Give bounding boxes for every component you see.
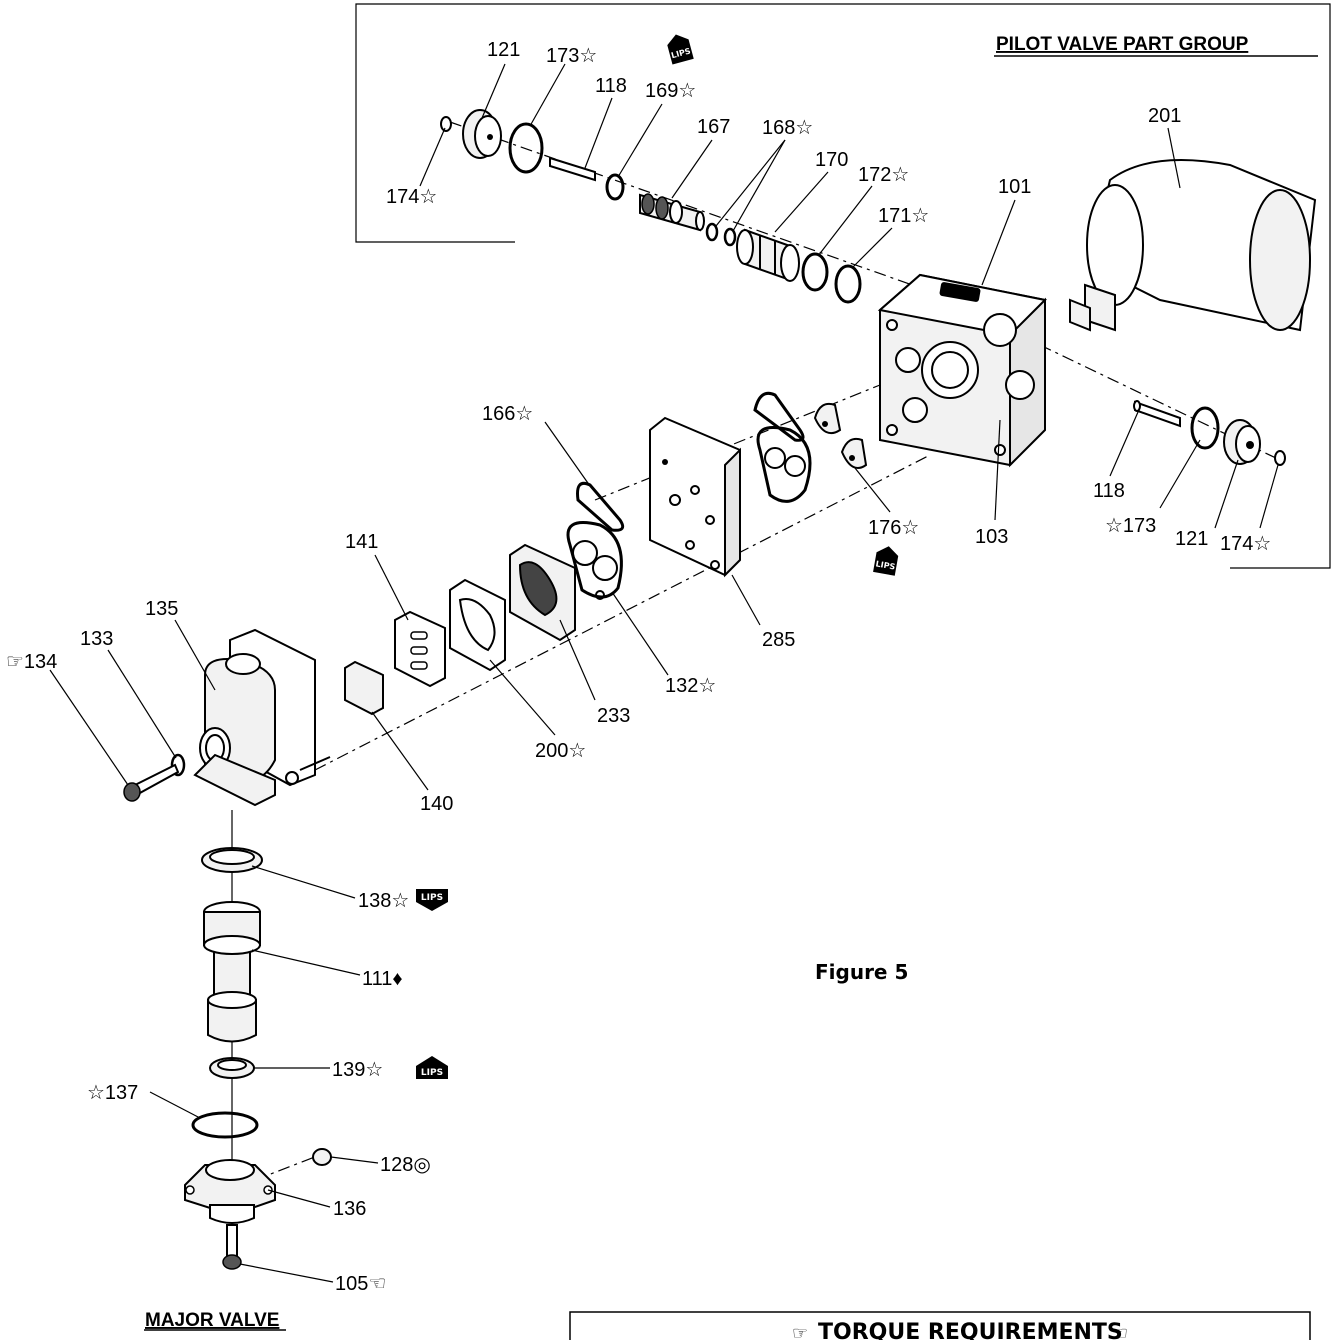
part-105-screw	[222, 1224, 242, 1270]
part-200-gasket	[449, 578, 506, 672]
part-118-pin-left	[549, 156, 596, 182]
part-140-block	[344, 660, 384, 716]
lips-badge-icon: LIPS	[873, 546, 899, 576]
part-132-gasket	[566, 521, 623, 600]
callout-137: ☆137	[87, 1082, 138, 1104]
callout-170: 170	[815, 149, 848, 171]
pilot-valve-group-heading: PILOT VALVE PART GROUP	[996, 34, 1249, 55]
callout-176: 176☆	[868, 517, 919, 539]
callout-166: 166☆	[482, 403, 533, 425]
part-134-screw	[123, 763, 180, 802]
cap-axis-line	[1039, 344, 1281, 461]
callout-172: 172☆	[858, 164, 909, 186]
part-gasket-body	[756, 426, 812, 503]
lips-badge-icon: LIPS	[416, 889, 448, 911]
part-138-seal	[201, 847, 263, 873]
part-166-gasket-upper	[753, 391, 805, 442]
callout-167: 167	[697, 116, 730, 138]
callout-173-left: 173☆	[546, 45, 597, 67]
torque-requirements-heading: TORQUE REQUIREMENTS	[818, 1320, 1123, 1340]
lower-dowel-axis-line	[314, 454, 931, 771]
callout-103: 103	[975, 526, 1008, 548]
callout-133: 133	[80, 628, 113, 650]
callout-174-left: 174☆	[386, 186, 437, 208]
part-111-spool	[203, 901, 261, 1043]
callout-118-left: 118	[595, 75, 627, 97]
lips-badge-icon: LIPS	[416, 1056, 448, 1079]
part-174-washer-left	[440, 116, 452, 132]
part-121-end-cap-left	[462, 109, 502, 159]
part-285-plate	[649, 416, 741, 578]
torque-left-hand-icon: ☞	[792, 1323, 808, 1340]
svg-text:LIPS: LIPS	[875, 559, 896, 571]
callout-174-right: 174☆	[1220, 533, 1271, 555]
part-170-sleeve	[736, 228, 800, 282]
part-169-o-ring	[605, 173, 625, 201]
callout-171: 171☆	[878, 205, 929, 227]
part-141-plate	[394, 610, 446, 688]
part-101-valve-body	[877, 273, 1048, 468]
callout-118-right: 118	[1093, 480, 1125, 502]
part-172-o-ring	[801, 252, 829, 292]
callout-121-left: 121	[487, 39, 520, 61]
part-201-muffler	[1069, 159, 1317, 332]
pilot-group-frame	[355, 3, 1331, 569]
callout-134: ☞134	[6, 651, 57, 673]
callout-101: 101	[998, 176, 1031, 198]
callout-141: 141	[345, 531, 378, 553]
part-233-valve-plate	[509, 543, 576, 642]
svg-text:LIPS: LIPS	[421, 893, 443, 903]
part-167-spool	[639, 193, 705, 232]
part-137-o-ring	[191, 1111, 259, 1139]
part-174-washer-right	[1274, 450, 1286, 466]
callout-121-right: 121	[1175, 528, 1208, 550]
part-168-o-rings	[705, 222, 737, 247]
callout-132: 132☆	[665, 675, 716, 697]
callout-200: 200☆	[535, 740, 586, 762]
part-121-end-cap-right	[1223, 419, 1261, 465]
pilot-axis-line	[449, 121, 1041, 331]
callout-105: 105☜	[335, 1273, 386, 1295]
part-166-gasket-lower	[576, 481, 625, 532]
callout-128: 128◎	[380, 1154, 431, 1176]
leader-lines	[49, 63, 1279, 1283]
part-135-housing	[193, 628, 331, 807]
torque-right-hand-icon: ☜	[1112, 1323, 1128, 1340]
part-176-bumpers	[813, 402, 868, 469]
callout-233: 233	[597, 705, 630, 727]
svg-text:LIPS: LIPS	[421, 1068, 443, 1078]
callout-138: 138☆	[358, 890, 409, 912]
lips-badge-icon: LIPS	[667, 34, 694, 65]
figure-caption: Figure 5	[815, 960, 908, 984]
callout-135: 135	[145, 598, 178, 620]
part-139-seal	[209, 1057, 255, 1079]
part-118-pin-right	[1133, 400, 1181, 428]
torque-box	[569, 1311, 1311, 1340]
callout-168: 168☆	[762, 117, 813, 139]
part-173-o-ring-left	[508, 122, 544, 174]
part-136-end-cap	[184, 1159, 276, 1224]
callout-285: 285	[762, 629, 795, 651]
part-173-o-ring-right	[1190, 406, 1220, 450]
part-128-plug	[312, 1148, 332, 1166]
callout-169: 169☆	[645, 80, 696, 102]
callout-201: 201	[1148, 105, 1181, 127]
callout-139: 139☆	[332, 1059, 383, 1081]
callout-140: 140	[420, 793, 453, 815]
callout-173-right: ☆173	[1105, 515, 1156, 537]
major-valve-heading: MAJOR VALVE	[145, 1310, 279, 1331]
callout-111: 111♦	[362, 968, 403, 990]
callout-136: 136	[333, 1198, 366, 1220]
part-171-o-ring	[834, 264, 862, 304]
part-133-lock-washer	[170, 753, 186, 777]
